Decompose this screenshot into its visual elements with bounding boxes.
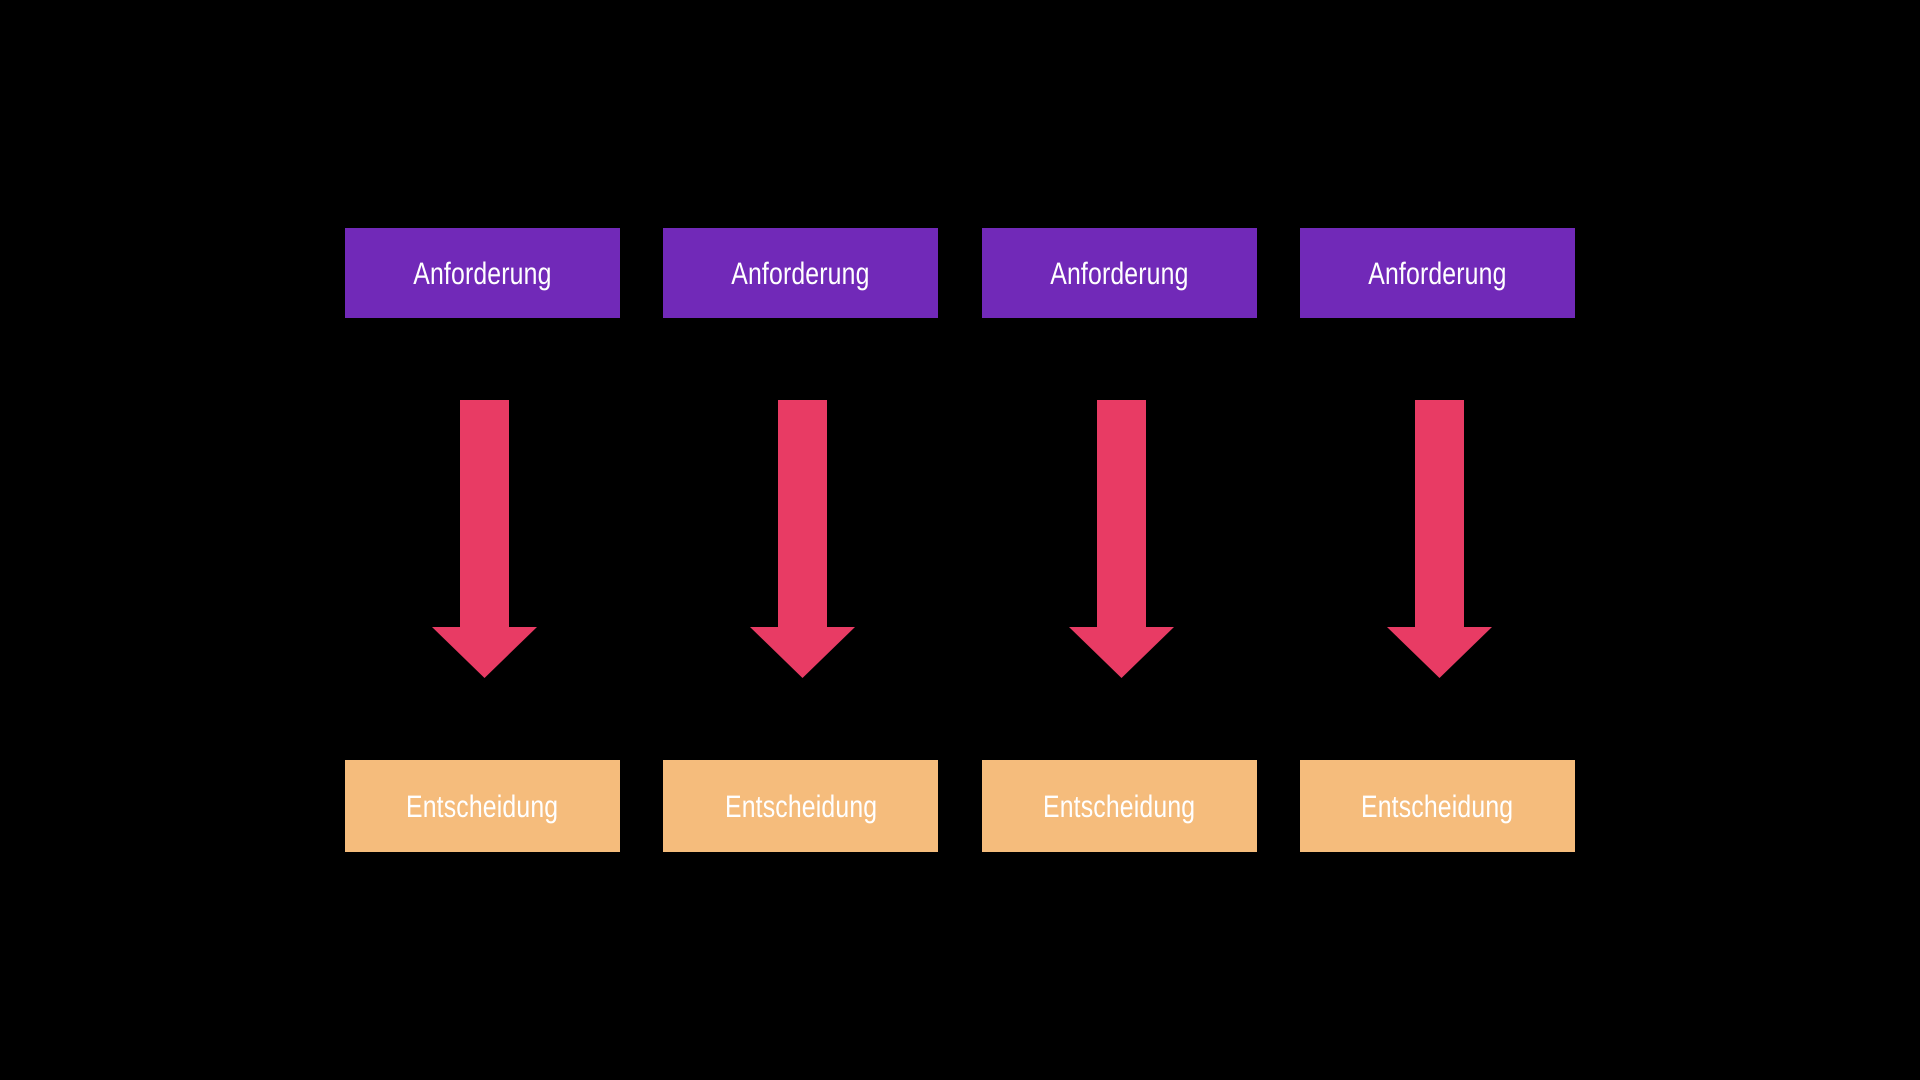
decision-node-4[interactable]: Entscheidung — [1299, 760, 1575, 852]
requirement-node-2[interactable]: Anforderung — [663, 228, 939, 318]
arrow-down-icon — [1386, 400, 1492, 678]
arrow-down-icon — [432, 400, 537, 678]
flow-column-3: Anforderung Entscheidung — [981, 228, 1257, 852]
flow-column-2: Anforderung Entscheidung — [663, 228, 939, 852]
requirement-node-1[interactable]: Anforderung — [345, 228, 620, 318]
requirement-node-label: Anforderung — [731, 255, 870, 291]
decision-node-label: Entscheidung — [1043, 788, 1196, 824]
arrow-down-icon — [750, 400, 856, 678]
flow-column-1: Anforderung Entscheidung — [345, 228, 620, 852]
decision-node-3[interactable]: Entscheidung — [981, 760, 1257, 852]
requirement-node-label: Anforderung — [1050, 255, 1189, 291]
requirement-node-4[interactable]: Anforderung — [1299, 228, 1575, 318]
requirement-node-3[interactable]: Anforderung — [981, 228, 1257, 318]
arrow-down-icon — [1068, 400, 1174, 678]
flow-column-group: Anforderung Entscheidung Anforderung — [345, 228, 1575, 852]
decision-node-1[interactable]: Entscheidung — [345, 760, 620, 852]
decision-node-label: Entscheidung — [406, 788, 559, 824]
flow-column-4: Anforderung Entscheidung — [1299, 228, 1575, 852]
decision-node-2[interactable]: Entscheidung — [663, 760, 939, 852]
requirement-node-label: Anforderung — [413, 255, 552, 291]
decision-node-label: Entscheidung — [724, 788, 877, 824]
requirement-node-label: Anforderung — [1368, 255, 1507, 291]
decision-node-label: Entscheidung — [1361, 788, 1514, 824]
